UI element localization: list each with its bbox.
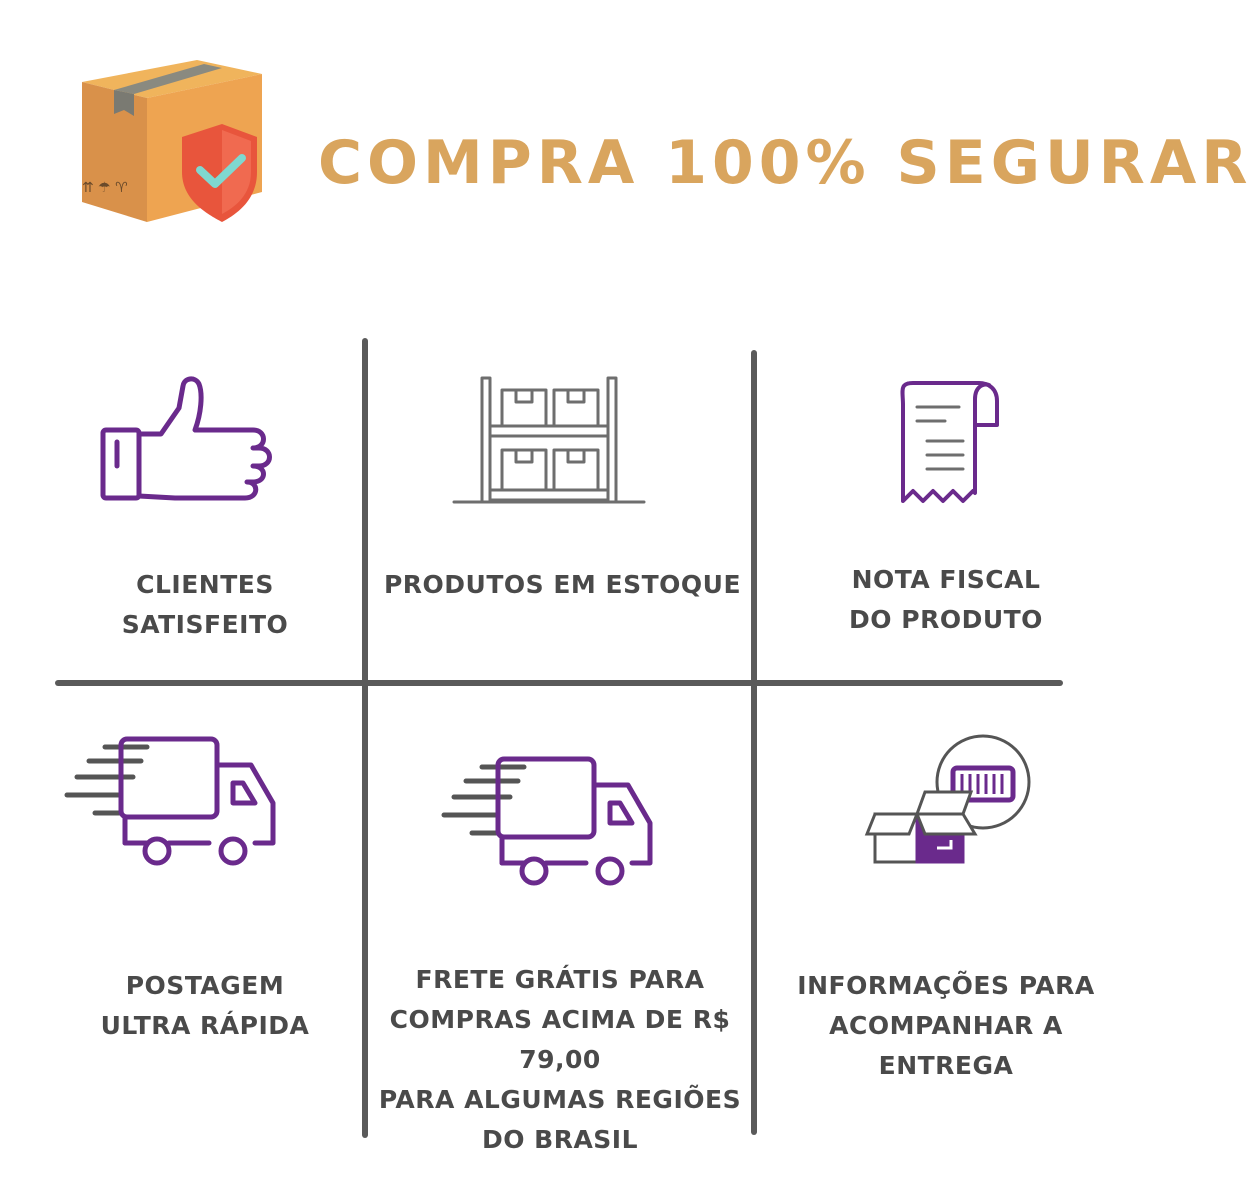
feature-label-postagem: POSTAGEM ULTRA RÁPIDA [55,966,355,1046]
feature-label-line: ACOMPANHAR A ENTREGA [829,1011,1063,1080]
shipping-box-shield-icon: ⇈ ☂ ♈ [72,52,272,232]
package-tracking-icon [864,734,1031,864]
divider-vertical-right [751,350,757,1135]
feature-label-acompanhar: INFORMAÇÕES PARA ACOMPANHAR A ENTREGA [770,966,1122,1086]
feature-acompanhar: INFORMAÇÕES PARA ACOMPANHAR A ENTREGA [770,710,1130,1130]
page-title: COMPRA 100% SEGURAR [318,128,1253,198]
feature-label-estoque: PRODUTOS EM ESTOQUE [380,565,745,605]
divider-horizontal [55,680,1063,686]
feature-label-line: COMPRAS ACIMA DE R$ 79,00 [389,1005,731,1074]
feature-label-line: PRODUTOS EM ESTOQUE [383,570,742,599]
feature-label-line: NOTA FISCAL [851,565,1041,594]
feature-label-line: DO BRASIL [481,1125,639,1154]
feature-label-line: CLIENTES SATISFEITO [121,570,289,639]
feature-label-frete: FRETE GRÁTIS PARA COMPRAS ACIMA DE R$ 79… [370,960,750,1160]
warehouse-shelf-icon [452,376,646,504]
feature-estoque: PRODUTOS EM ESTOQUE [380,360,741,660]
feature-label-line: POSTAGEM [125,971,285,1000]
feature-label-line: INFORMAÇÕES PARA [797,971,1095,1000]
feature-postagem: POSTAGEM ULTRA RÁPIDA [55,710,355,1130]
fast-truck-icon [64,736,276,866]
delivery-truck-icon [441,756,653,886]
svg-text:⇈ ☂ ♈: ⇈ ☂ ♈ [82,180,128,196]
feature-label-clientes: CLIENTES SATISFEITO [55,565,355,645]
receipt-icon [900,381,999,503]
feature-clientes: CLIENTES SATISFEITO [55,360,355,660]
divider-vertical-left [362,338,368,1138]
feature-nota-fiscal: NOTA FISCAL DO PRODUTO [770,360,1130,660]
feature-label-line: DO PRODUTO [849,605,1043,634]
feature-label-nota-fiscal: NOTA FISCAL DO PRODUTO [770,560,1122,640]
feature-label-line: FRETE GRÁTIS PARA [415,965,705,994]
feature-label-line: ULTRA RÁPIDA [100,1011,310,1040]
feature-label-line: PARA ALGUMAS REGIÕES [378,1085,742,1114]
thumbs-up-icon [100,376,272,501]
feature-frete: FRETE GRÁTIS PARA COMPRAS ACIMA DE R$ 79… [370,710,750,1154]
